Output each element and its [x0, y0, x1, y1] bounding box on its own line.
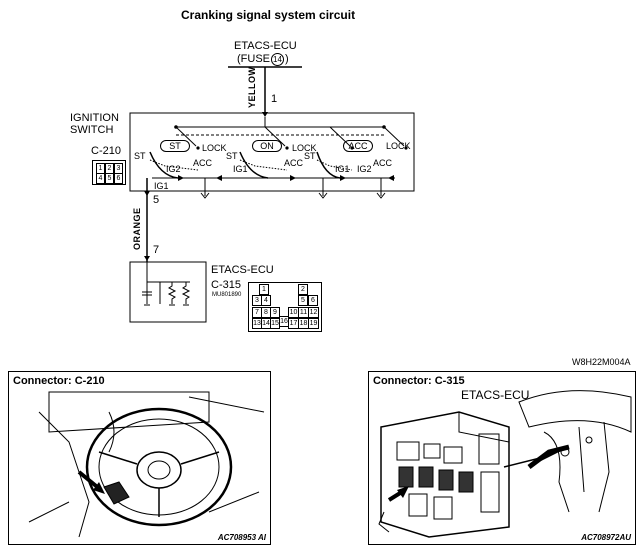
terminal-ig2: IG2: [166, 164, 181, 174]
ignition-connector-face: 1 2 3 4 5 6: [92, 160, 126, 185]
terminal-ig1: IG1: [154, 181, 169, 191]
etacs-bottom-connector: C-315: [211, 279, 241, 291]
c315-pin: 9: [270, 307, 280, 318]
wire-pin-5: 5: [153, 194, 160, 206]
wire-pin-1: 1: [271, 93, 278, 105]
fuse-number: 14: [271, 53, 284, 66]
terminal-st: ST: [134, 151, 146, 161]
terminal-acc: ACC: [193, 158, 213, 168]
c210-pin: 6: [114, 173, 123, 184]
terminal-acc: ACC: [373, 158, 393, 168]
c315-pin: 6: [308, 295, 318, 306]
panel-c315-title: Connector: C-315: [373, 375, 465, 387]
terminal-acc: ACC: [284, 158, 304, 168]
connector-c315-panel: Connector: C-315 ETACS-ECU AC708972AU: [368, 371, 636, 545]
panel-c315-subtitle: ETACS-ECU: [461, 388, 530, 402]
etacs-ecu-illustration: [378, 390, 632, 538]
c210-pin: 5: [105, 173, 114, 184]
diagram-title: Cranking signal system circuit: [181, 8, 356, 22]
position-st-pill: ST: [160, 140, 190, 152]
terminal-st: ST: [304, 151, 316, 161]
fuse-suffix: ): [285, 53, 289, 65]
terminal-ig1: IG1: [233, 164, 248, 174]
wire-pin-7: 7: [153, 244, 160, 256]
wire-color-orange: ORANGE: [132, 207, 142, 250]
c315-pin: 1: [259, 284, 269, 295]
ignition-switch-label-1: IGNITION: [70, 112, 119, 124]
terminal-st: ST: [226, 151, 238, 161]
c315-pin: 2: [298, 284, 308, 295]
fuse-prefix: (FUSE: [237, 53, 270, 65]
position-acc-pill: ACC: [343, 140, 373, 152]
c210-pin: 4: [96, 173, 105, 184]
figure-code-top: W8H22M004A: [572, 357, 631, 367]
panel-c315-code: AC708972AU: [581, 533, 631, 542]
c315-pin: 19: [308, 318, 319, 329]
panel-c210-title: Connector: C-210: [13, 375, 105, 387]
etacs-bottom-label: ETACS-ECU: [211, 264, 274, 276]
connector-c210-panel: Connector: C-210 AC708953 AI: [8, 371, 271, 545]
etacs-part-number: MU801890: [212, 292, 242, 298]
terminal-lock: LOCK: [292, 143, 317, 153]
terminal-ig1: IG1: [335, 164, 350, 174]
ignition-connector-label: C-210: [91, 145, 121, 157]
terminal-lock: LOCK: [202, 143, 227, 153]
terminal-lock: LOCK: [386, 141, 411, 151]
terminal-ig2: IG2: [357, 164, 372, 174]
ignition-switch-label-2: SWITCH: [70, 124, 114, 136]
position-on-pill: ON: [252, 140, 282, 152]
c315-connector-face: 1 2 3 4 5 6 7 8 9 10 11 12 13 14 15 16 1…: [248, 282, 322, 332]
wire-color-yellow: YELLOW: [247, 66, 257, 109]
c315-pin: 5: [298, 295, 308, 306]
panel-c210-code: AC708953 AI: [217, 533, 266, 542]
c315-pin: 4: [261, 295, 271, 306]
steering-column-illustration: [28, 391, 265, 538]
c315-pin: 12: [308, 307, 319, 318]
etacs-top-label: ETACS-ECU: [234, 40, 297, 52]
